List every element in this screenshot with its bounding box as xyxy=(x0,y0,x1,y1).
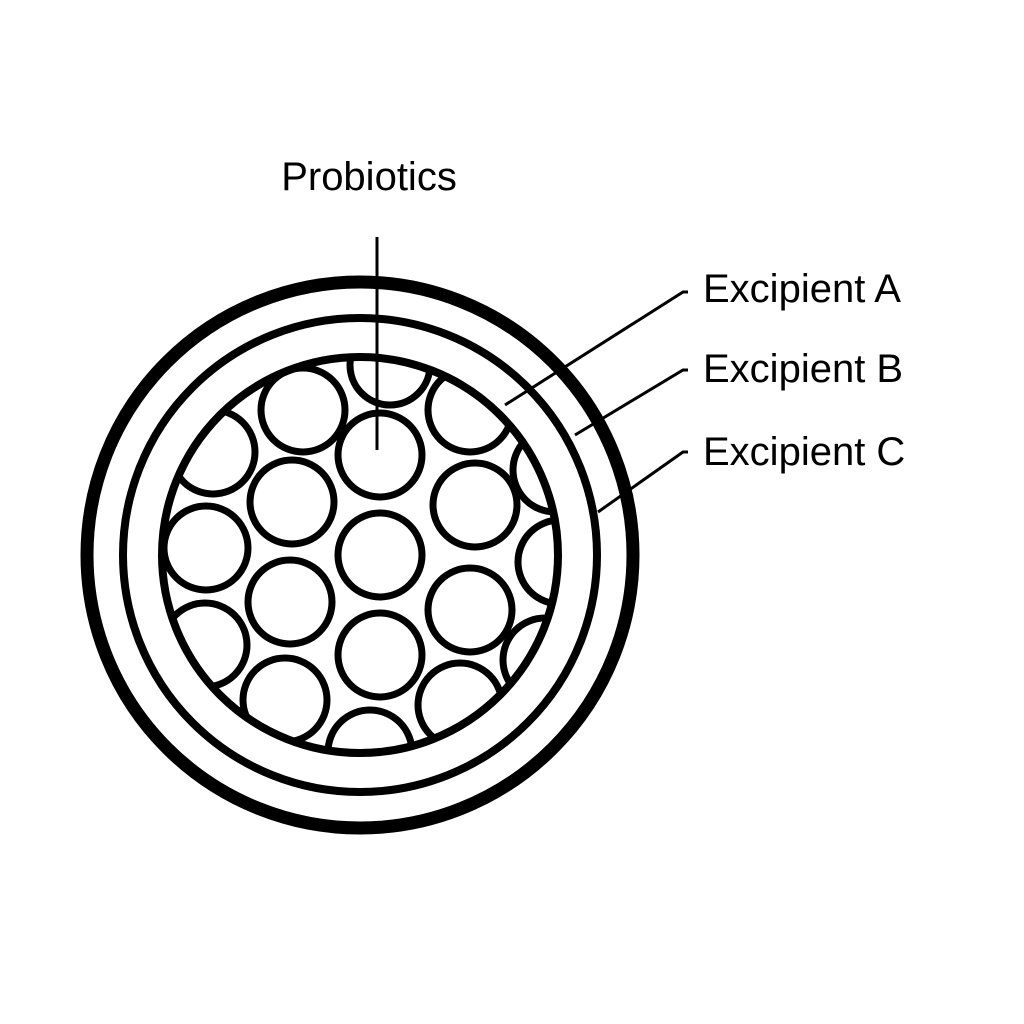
excipient-b-leader-line xyxy=(574,368,688,437)
probiotics-label: Probiotics xyxy=(281,155,457,199)
probiotic-particle xyxy=(334,509,426,601)
probiotic-particle xyxy=(424,564,516,656)
excipient-a-leader-line xyxy=(504,290,688,407)
probiotic-particle xyxy=(334,409,426,501)
probiotic-particle xyxy=(239,654,331,746)
excipient-c-label: Excipient C xyxy=(703,430,905,474)
excipient-b-label: Excipient B xyxy=(703,347,903,391)
probiotic-particle xyxy=(244,556,336,648)
probiotic-particle xyxy=(246,456,338,548)
probiotic-particle xyxy=(429,459,521,551)
probiotic-particle xyxy=(514,516,558,608)
excipient-c-layer xyxy=(158,353,562,757)
excipient-a-layer xyxy=(80,275,640,835)
excipient-a-label: Excipient A xyxy=(703,267,901,311)
probiotic-particle xyxy=(162,502,252,594)
excipient-b-layer xyxy=(119,314,601,796)
probiotic-particle xyxy=(334,609,426,701)
excipient-c-leader-line xyxy=(597,450,688,514)
